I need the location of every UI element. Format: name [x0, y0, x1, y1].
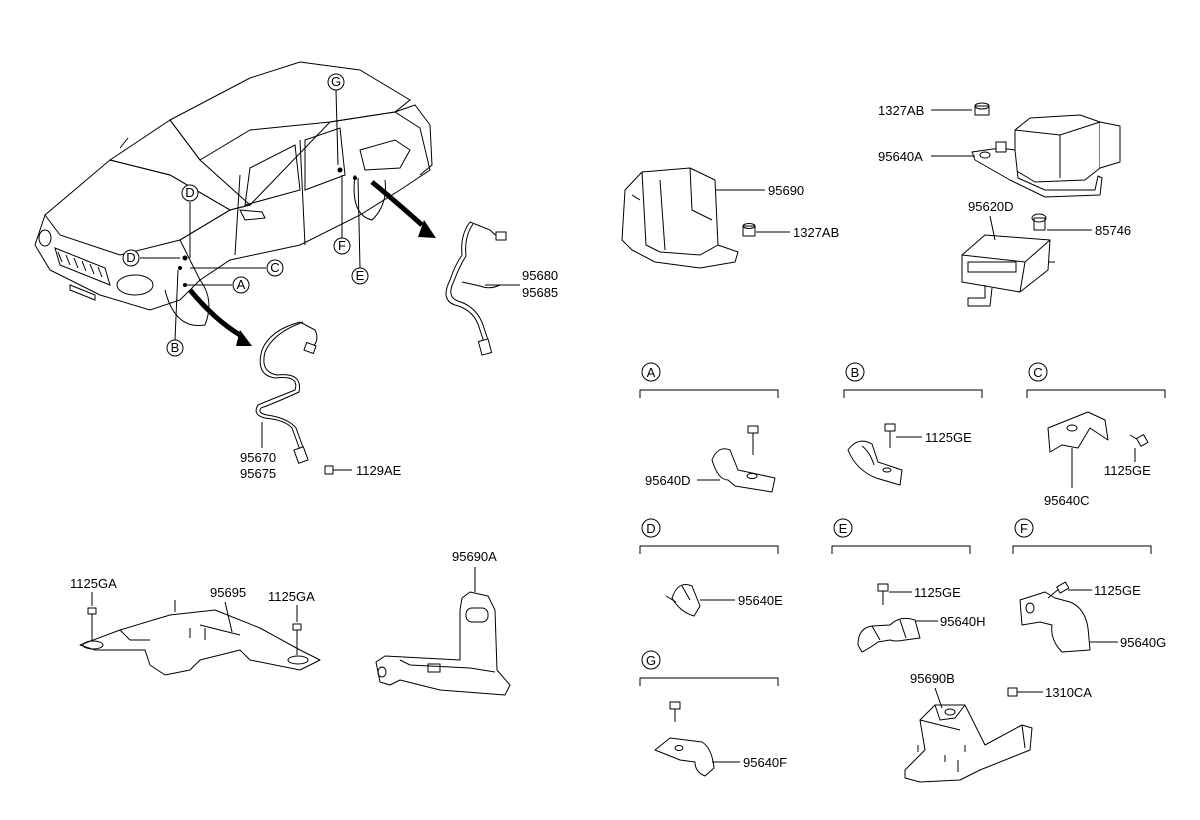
label-1129ae: 1129AE — [356, 463, 402, 478]
clip-95640c — [1047, 411, 1149, 453]
cover-95690 — [621, 167, 756, 269]
svg-text:D: D — [185, 185, 194, 200]
detail-d-header: D — [639, 518, 779, 554]
label-1125ga-left: 1125GA — [70, 576, 117, 591]
label-95640h: 95640H — [940, 614, 986, 629]
label-95640d: 95640D — [645, 473, 691, 488]
svg-text:A: A — [647, 365, 656, 380]
svg-text:E: E — [356, 268, 365, 283]
svg-text:C: C — [1033, 365, 1042, 380]
label-1327ab-cover: 1327AB — [793, 225, 839, 240]
car-callout-d-top: D — [181, 184, 199, 202]
car-callout-d-left: D — [122, 249, 140, 267]
clip-95640e — [665, 584, 701, 617]
label-1125ge-b: 1125GE — [925, 430, 972, 445]
label-95690a: 95690A — [452, 549, 497, 564]
label-95670: 95670 — [240, 450, 276, 465]
label-1327ab-top: 1327AB — [878, 103, 924, 118]
detail-a-header: A — [639, 362, 779, 398]
car-callout-c: C — [266, 259, 284, 277]
car-callout-g: G — [327, 73, 345, 91]
label-85746: 85746 — [1095, 223, 1131, 238]
svg-text:D: D — [126, 250, 135, 265]
bracket-95690b — [904, 687, 1033, 783]
bracket-95695 — [79, 600, 321, 676]
car-callout-e: E — [351, 267, 369, 285]
car-callout-leaders — [140, 89, 361, 341]
label-95690b: 95690B — [910, 671, 955, 686]
clip-95640h — [857, 583, 921, 653]
bracket-95690a — [375, 591, 511, 696]
label-1125ge-f: 1125GE — [1094, 583, 1141, 598]
clip-95640d — [711, 425, 776, 493]
clip-b — [847, 423, 903, 486]
label-95640a: 95640A — [878, 149, 923, 164]
label-95640c: 95640C — [1044, 493, 1090, 508]
car-callout-a: A — [232, 276, 250, 294]
module-95620d — [961, 213, 1055, 307]
svg-text:G: G — [646, 653, 656, 668]
rear-wheel-sensor — [445, 221, 507, 356]
detail-e-header: E — [831, 518, 971, 554]
svg-text:E: E — [839, 521, 848, 536]
label-95620d: 95620D — [968, 199, 1014, 214]
clip-95640g — [1019, 581, 1091, 653]
svg-text:F: F — [1020, 521, 1028, 536]
detail-f-header: F — [1012, 518, 1152, 554]
front-wheel-sensor — [255, 321, 352, 475]
label-95685: 95685 — [522, 285, 558, 300]
label-95640g: 95640G — [1120, 635, 1166, 650]
svg-text:C: C — [270, 260, 279, 275]
label-1125ga-right: 1125GA — [268, 589, 315, 604]
label-95640e: 95640E — [738, 593, 783, 608]
detail-g-header: G — [639, 650, 779, 686]
svg-text:B: B — [851, 365, 860, 380]
svg-text:G: G — [331, 74, 341, 89]
label-95695: 95695 — [210, 585, 246, 600]
svg-text:F: F — [338, 238, 346, 253]
label-95680: 95680 — [522, 268, 558, 283]
label-1125ge-c: 1125GE — [1104, 463, 1151, 478]
detail-b-header: B — [843, 362, 983, 398]
label-95640f: 95640F — [743, 755, 787, 770]
car-callout-b: B — [166, 339, 184, 357]
detail-c-header: C — [1026, 362, 1166, 398]
label-1125ge-e: 1125GE — [914, 585, 961, 600]
svg-text:D: D — [646, 521, 655, 536]
car-illustration — [34, 61, 436, 346]
label-1310ca: 1310CA — [1045, 685, 1092, 700]
car-callout-f: F — [333, 237, 351, 255]
hydraulic-unit — [971, 102, 1121, 198]
clip-95640f — [654, 701, 715, 777]
svg-text:B: B — [171, 340, 180, 355]
label-95675: 95675 — [240, 466, 276, 481]
svg-text:A: A — [237, 277, 246, 292]
label-95690: 95690 — [768, 183, 804, 198]
